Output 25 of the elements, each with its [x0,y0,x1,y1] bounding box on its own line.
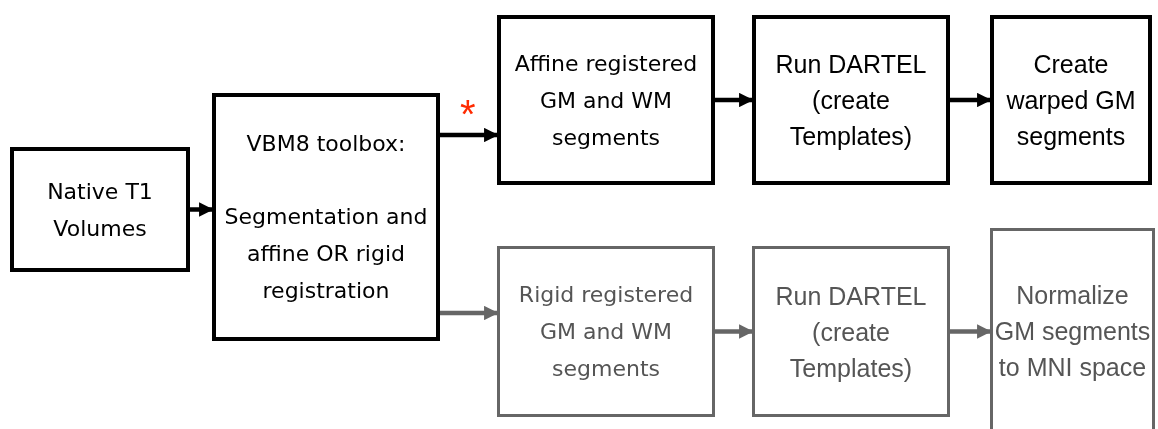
box-text: Rigid registered GM and WM segments [517,281,695,383]
box-text: Normalize GM segments to MNI space [993,279,1152,383]
box-text: Run DARTEL (create Templates) [774,280,928,384]
asterisk-note: * [460,94,476,134]
arrow [950,92,992,108]
process-box [752,15,950,185]
arrow [715,92,754,108]
box-text: Run DARTEL (create Templates) [774,49,928,152]
process-box [497,246,715,417]
process-box [497,15,715,185]
process-box [990,15,1152,185]
process-box [752,246,950,417]
arrow [190,202,214,217]
arrow [715,324,754,339]
arrow [950,324,992,339]
arrow [440,305,499,321]
box-text: Segmentation and affine OR rigid registration [223,203,429,305]
box-text: Affine registered GM and WM segments [513,49,699,152]
box-text: Create warped GM segments [1005,49,1137,152]
arrow [440,127,499,143]
box-heading: VBM8 toolbox: [246,130,406,158]
process-box [10,147,190,272]
process-box [212,93,440,341]
process-box [990,228,1155,429]
box-text: Native T1 Volumes [46,177,154,243]
